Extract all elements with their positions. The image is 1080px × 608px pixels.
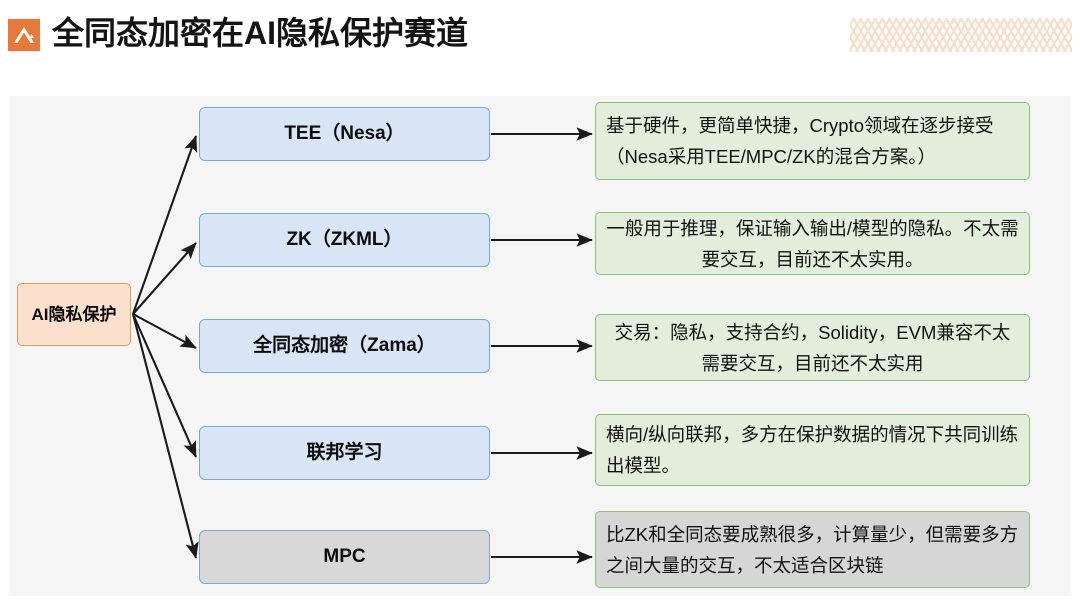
branch-node-tee[interactable]: TEE（Nesa）: [199, 107, 490, 161]
branch-node-label: MPC: [323, 546, 366, 567]
branch-node-mpc[interactable]: MPC: [199, 530, 490, 584]
description-text: 基于硬件，更简单快捷，Crypto领域在逐步接受（Nesa采用TEE/MPC/Z…: [606, 115, 994, 167]
mountain-logo-icon: [8, 19, 40, 51]
page-title: 全同态加密在AI隐私保护赛道: [52, 15, 469, 51]
branch-node-label: ZK（ZKML）: [286, 229, 403, 250]
chevron-pattern-decoration: [850, 18, 1072, 52]
description-text: 比ZK和全同态要成熟很多，计算量少，但需要多方之间大量的交互，不太适合区块链: [606, 523, 1019, 576]
description-node-federated-learning[interactable]: 横向/纵向联邦，多方在保护数据的情况下共同训练出模型。: [595, 414, 1030, 486]
description-text: 横向/纵向联邦，多方在保护数据的情况下共同训练出模型。: [606, 424, 1019, 476]
branch-node-federated-learning[interactable]: 联邦学习: [199, 426, 490, 480]
description-node-tee[interactable]: 基于硬件，更简单快捷，Crypto领域在逐步接受（Nesa采用TEE/MPC/Z…: [595, 102, 1030, 180]
branch-node-zk[interactable]: ZK（ZKML）: [199, 213, 490, 267]
branch-node-fhe[interactable]: 全同态加密（Zama）: [199, 319, 490, 373]
description-text: 一般用于推理，保证输入输出/模型的隐私。不太需要交互，目前还不太实用。: [606, 217, 1019, 270]
description-node-zk[interactable]: 一般用于推理，保证输入输出/模型的隐私。不太需要交互，目前还不太实用。: [595, 212, 1030, 275]
description-node-fhe[interactable]: 交易：隐私，支持合约，Solidity，EVM兼容不太需要交互，目前还不太实用: [595, 314, 1030, 381]
root-node-label: AI隐私保护: [31, 304, 117, 324]
branch-node-label: 联邦学习: [306, 442, 383, 463]
branch-node-label: TEE（Nesa）: [284, 123, 405, 144]
root-node-ai-privacy[interactable]: AI隐私保护: [17, 283, 131, 346]
description-node-mpc[interactable]: 比ZK和全同态要成熟很多，计算量少，但需要多方之间大量的交互，不太适合区块链: [595, 511, 1030, 588]
description-text: 交易：隐私，支持合约，Solidity，EVM兼容不太需要交互，目前还不太实用: [614, 321, 1011, 374]
slide-header: 全同态加密在AI隐私保护赛道: [0, 0, 1080, 70]
branch-node-label: 全同态加密（Zama）: [253, 335, 436, 356]
